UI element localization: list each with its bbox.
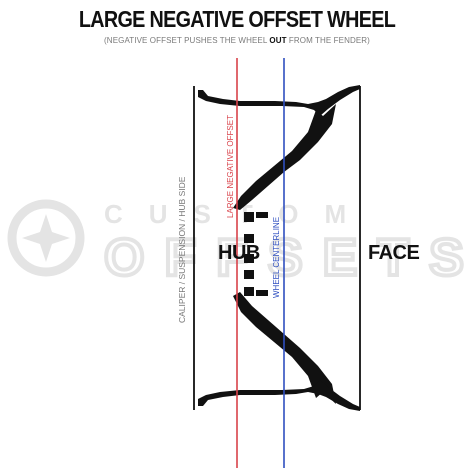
wheel-rim-bottom: [198, 380, 360, 411]
centerline-label: WHEEL CENTERLINE: [272, 217, 281, 298]
diagram-title: LARGE NEGATIVE OFFSET WHEEL: [78, 6, 396, 32]
wheel-spoke-upper: [233, 104, 336, 210]
hub-step-top: [256, 212, 268, 218]
hub-flange-top: [244, 212, 254, 222]
negative-offset-label: LARGE NEGATIVE OFFSET: [226, 115, 235, 218]
hub-side-label: CALIPER / SUSPENSION / HUB SIDE: [177, 176, 187, 323]
subtitle-emphasis: OUT: [269, 36, 287, 45]
wheel-rim-top: [198, 85, 360, 116]
hub-flange-mid-3: [244, 270, 254, 279]
hub-label: HUB: [218, 242, 260, 264]
subtitle-suffix: FROM THE FENDER): [286, 36, 370, 45]
watermark-emblem-icon: [7, 199, 85, 277]
subtitle-prefix: (NEGATIVE OFFSET PUSHES THE WHEEL: [104, 36, 270, 45]
watermark-line1: CUSTOM: [104, 199, 372, 229]
face-label: FACE: [368, 242, 420, 264]
watermark-star-icon: [22, 214, 70, 262]
diagram-subtitle: (NEGATIVE OFFSET PUSHES THE WHEEL OUT FR…: [0, 36, 474, 45]
hub-flange-bottom: [244, 287, 254, 296]
hub-step-bottom: [256, 290, 268, 296]
hub-flange-mid-2: [244, 254, 254, 263]
hub-flange-mid-1: [244, 234, 254, 243]
